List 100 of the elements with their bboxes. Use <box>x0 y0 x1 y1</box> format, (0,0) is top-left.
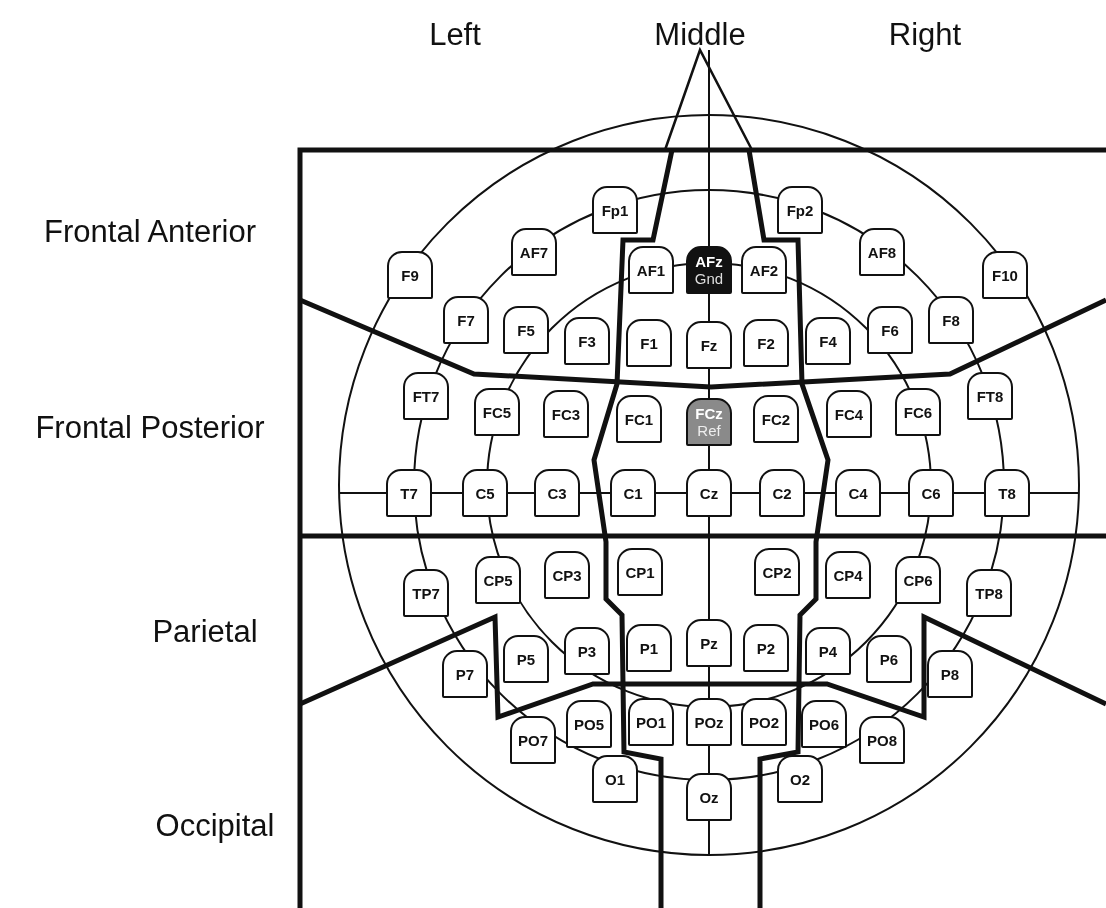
electrode <box>564 627 610 675</box>
electrode <box>859 228 905 276</box>
electrode-label: AFz <box>695 253 723 270</box>
electrode-label: C3 <box>547 484 567 502</box>
electrode-label: Cz <box>699 484 719 502</box>
electrode <box>626 624 672 672</box>
electrode-label: P2 <box>756 639 776 657</box>
electrode-label: P8 <box>940 665 960 683</box>
electrode <box>982 251 1028 299</box>
electrode <box>895 556 941 604</box>
region-label: Frontal Posterior <box>35 410 265 446</box>
electrode <box>867 306 913 354</box>
electrode-label: CP4 <box>833 566 863 584</box>
electrode <box>387 251 433 299</box>
electrode <box>777 755 823 803</box>
electrode-label: Pz <box>700 634 718 652</box>
side-label: Left <box>429 17 481 53</box>
electrode <box>616 395 662 443</box>
electrode <box>610 469 656 517</box>
electrode-label: F7 <box>457 311 475 329</box>
electrode-label: F3 <box>578 332 596 350</box>
electrode <box>866 635 912 683</box>
electrode-label: FC1 <box>624 410 654 428</box>
electrode <box>386 469 432 517</box>
electrode-label: FT7 <box>412 387 440 405</box>
electrode <box>403 372 449 420</box>
region-label: Frontal Anterior <box>44 214 256 250</box>
electrode-label: CP1 <box>625 563 655 581</box>
electrode-label: TP7 <box>412 584 440 602</box>
region-label: Occipital <box>155 808 275 844</box>
electrode-label: CP5 <box>483 571 513 589</box>
electrode <box>686 246 732 294</box>
electrode-label: FC4 <box>834 405 864 423</box>
electrode-label: F1 <box>640 334 658 352</box>
electrode-label: P7 <box>455 665 475 683</box>
electrode <box>754 548 800 596</box>
electrode <box>534 469 580 517</box>
electrode-label: Fp1 <box>601 201 629 219</box>
electrode-label: AF7 <box>519 243 549 261</box>
electrode-label: FC2 <box>761 410 791 428</box>
electrode <box>566 700 612 748</box>
side-label: Middle <box>654 17 746 53</box>
electrode-label: FC6 <box>903 403 933 421</box>
electrode-label: C4 <box>848 484 868 502</box>
electrode <box>511 228 557 276</box>
electrode <box>741 246 787 294</box>
electrode-label: CP3 <box>552 566 582 584</box>
electrode-label: C5 <box>475 484 495 502</box>
electrode <box>805 627 851 675</box>
electrode-label: C1 <box>623 484 643 502</box>
electrode-label: F4 <box>819 332 837 350</box>
electrode-label: O2 <box>790 770 810 788</box>
electrode-label: FC5 <box>482 403 512 421</box>
electrode <box>686 698 732 746</box>
electrode <box>859 716 905 764</box>
electrode <box>777 186 823 234</box>
electrode <box>462 469 508 517</box>
electrode <box>474 388 520 436</box>
electrode <box>835 469 881 517</box>
electrode <box>895 388 941 436</box>
electrode <box>475 556 521 604</box>
electrode <box>805 317 851 365</box>
electrode <box>503 306 549 354</box>
electrode <box>628 246 674 294</box>
electrode <box>927 650 973 698</box>
electrode-label: Oz <box>699 788 719 806</box>
electrode <box>510 716 556 764</box>
electrode-role: Gnd <box>694 270 724 287</box>
electrode-label: T7 <box>400 484 418 502</box>
electrode-label: FC3 <box>551 405 581 423</box>
electrode <box>908 469 954 517</box>
electrode <box>743 624 789 672</box>
electrode <box>753 395 799 443</box>
region-label: Parietal <box>152 614 258 650</box>
electrode-label: F6 <box>881 321 899 339</box>
electrode-label: PO1 <box>636 713 666 731</box>
electrode <box>442 650 488 698</box>
electrode-label: FT8 <box>976 387 1004 405</box>
electrode <box>403 569 449 617</box>
electrode-label: Fz <box>700 336 718 354</box>
electrode-label: FCz <box>695 405 723 422</box>
electrode-label: CP6 <box>903 571 933 589</box>
electrode-label: O1 <box>605 770 625 788</box>
electrode-label: P1 <box>639 639 659 657</box>
electrode <box>686 619 732 667</box>
electrode <box>825 551 871 599</box>
electrode-label: F10 <box>992 266 1018 284</box>
electrode-label: AF8 <box>867 243 897 261</box>
electrode-label: F5 <box>517 321 535 339</box>
electrode <box>984 469 1030 517</box>
electrode <box>443 296 489 344</box>
electrode-role: Ref <box>697 422 721 439</box>
electrode <box>544 551 590 599</box>
electrode-label: PO8 <box>867 731 897 749</box>
electrode-label: P3 <box>577 642 597 660</box>
electrode <box>617 548 663 596</box>
electrode-label: F2 <box>757 334 775 352</box>
electrode <box>686 773 732 821</box>
electrode <box>592 186 638 234</box>
electrode <box>966 569 1012 617</box>
